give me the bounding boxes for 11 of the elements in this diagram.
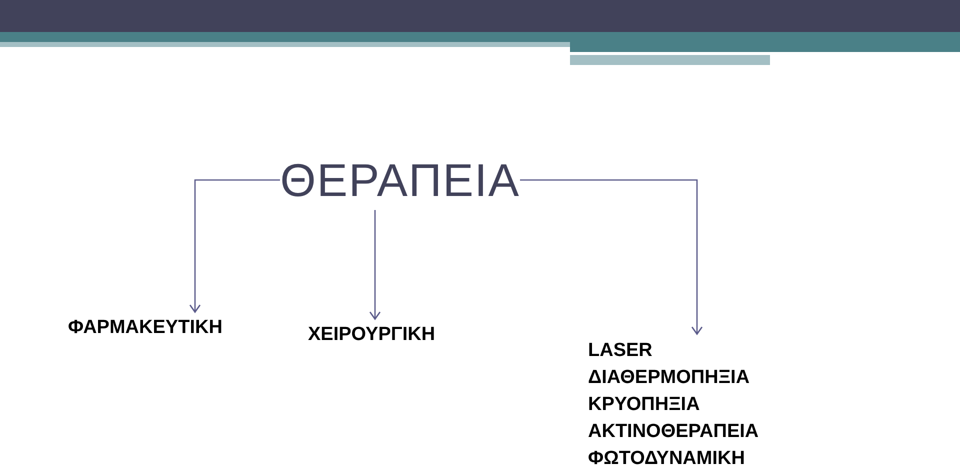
category-text: ΧΕΙΡΟΥΡΓΙΚΗ: [308, 323, 436, 347]
arrow: [189, 179, 280, 313]
title-text: ΘΕΡΑΠΕΙΑ: [280, 153, 520, 207]
category-text: ΦΩΤΟΔΥΝΑΜΙΚΗ: [588, 446, 745, 470]
category-text: ΚΡΥΟΠΗΞΙΑ: [588, 392, 700, 416]
category-text: LASER: [588, 338, 652, 362]
category-text: ΔΙΑΘΕΡΜΟΠΗΞΙΑ: [588, 366, 750, 390]
arrow: [520, 179, 703, 335]
category-text: ΑΚΤΙΝΟΘΕΡΑΠΕΙΑ: [588, 420, 759, 444]
category-text: ΦΑΡΜΑΚΕΥΤΙΚΗ: [68, 316, 222, 340]
arrow: [369, 210, 381, 320]
